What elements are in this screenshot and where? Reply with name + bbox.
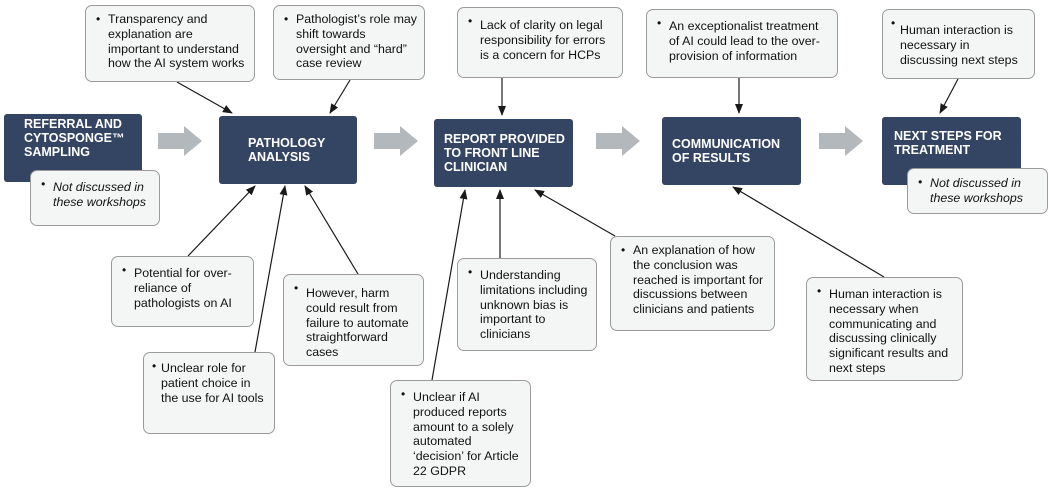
note-over-reliance: Potential for over-reliance of pathologi… (111, 256, 254, 327)
stage-report: REPORT PROVIDED TO FRONT LINE CLINICIAN (434, 119, 573, 187)
note-pathologist-role: Pathologist’s role may shift towards ove… (273, 5, 425, 80)
note-referral-not-discussed: Not discussed in these workshops (30, 170, 160, 226)
note-explanation-conclusion: An explanation of how the conclusion was… (610, 236, 775, 331)
note-limitations: Understanding limitations including unkn… (457, 258, 597, 351)
flow-arrow-1 (158, 126, 202, 156)
note-exceptionalist: An exceptionalist treatment of AI could … (646, 9, 838, 78)
note-patient-choice: Unclear role for patient choice in the u… (143, 352, 275, 434)
stage-label: COMMUNICATION OF RESULTS (672, 137, 781, 165)
stage-label: REPORT PROVIDED TO FRONT LINE CLINICIAN (444, 132, 565, 174)
connector-gdpr (431, 189, 468, 381)
note-gdpr-decision: Unclear if AI produced reports amount to… (390, 380, 531, 487)
connector-harm (304, 185, 359, 275)
connector-patient-choice (254, 185, 288, 353)
note-transparency: Transparency and explanation are importa… (85, 5, 255, 82)
note-harm-failure: However, harm could result from failure … (283, 274, 424, 366)
stage-pathology: PATHOLOGY ANALYSIS (219, 116, 357, 184)
connector-transparency (176, 81, 233, 114)
stage-label: REFERRAL AND CYTOSPONGE™ SAMPLING (24, 117, 125, 159)
connector-human-communicating (732, 186, 885, 278)
note-human-next-steps: Human interaction is necessary in discus… (882, 9, 1035, 79)
flow-arrow-4 (819, 126, 863, 156)
stage-communication: COMMUNICATION OF RESULTS (662, 117, 801, 185)
note-next-steps-not-discussed: Not discussed in these workshops (907, 168, 1048, 214)
flow-arrow-3 (596, 126, 640, 156)
flow-arrow-2 (374, 126, 418, 156)
connector-human-next-steps (939, 78, 959, 114)
connector-pathologist-role (329, 79, 351, 114)
connector-over-reliance (187, 185, 256, 257)
connector-explanation (534, 189, 616, 237)
note-human-communicating: Human interaction is necessary when comm… (806, 277, 963, 381)
stage-label: PATHOLOGY ANALYSIS (248, 136, 326, 164)
stage-label: NEXT STEPS FOR TREATMENT (894, 129, 1002, 157)
note-legal-responsibility: Lack of clarity on legal responsibility … (457, 7, 623, 78)
